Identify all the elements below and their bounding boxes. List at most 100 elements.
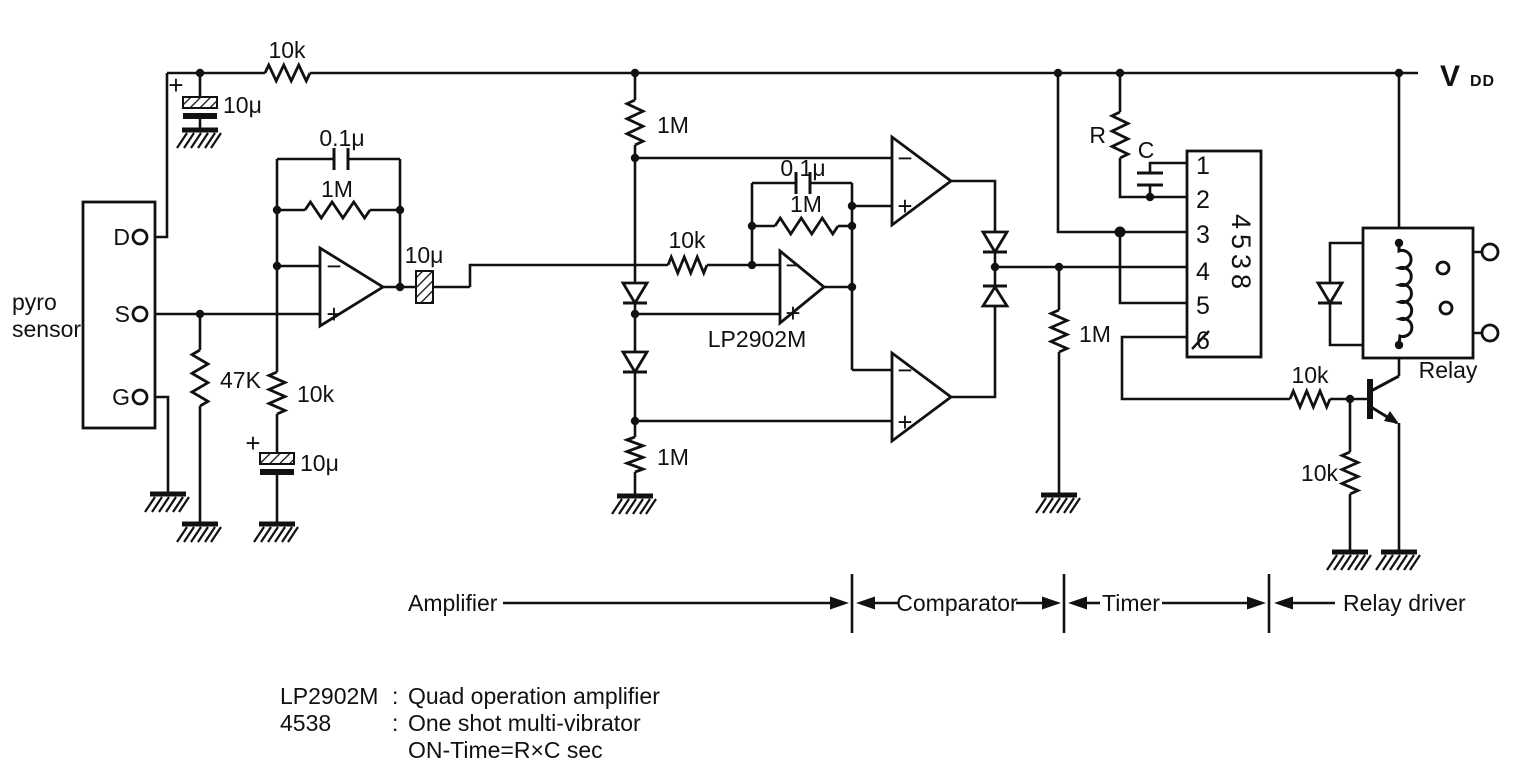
- pin-5-label: 5: [1196, 292, 1210, 320]
- section-comparator-label: Comparator: [896, 590, 1018, 616]
- relay-box: [1361, 226, 1475, 360]
- bias-top-resistor-label: 1M: [657, 112, 689, 138]
- diode-flyback: [1315, 281, 1345, 306]
- pin-2-label: 2: [1196, 186, 1210, 214]
- cap-timer-c: [1137, 171, 1163, 187]
- diode-bias-lower: [620, 350, 650, 375]
- opamp-1: [318, 245, 386, 329]
- bias-bottom-resistor-label: 1M: [657, 444, 689, 470]
- pulldown-resistor-label: 1M: [1079, 321, 1111, 347]
- npn-transistor: [1367, 374, 1400, 425]
- terminal-d-label: D: [113, 224, 130, 250]
- opamp2-minus: −: [785, 250, 800, 280]
- resistor-supply-10k: [263, 61, 312, 85]
- resistor-47k: [189, 348, 211, 408]
- bias-resistor-47k-label: 47K: [220, 367, 262, 393]
- relay-contact-lower: [1438, 300, 1454, 316]
- electrolytic-cap-supply: [182, 96, 218, 119]
- opamp-part-label: LP2902M: [708, 326, 806, 352]
- resistor-bias-bottom-1m: [622, 435, 648, 474]
- legend-row3-desc: ON-Time=R×C sec: [408, 737, 603, 763]
- ground-symbol: [177, 130, 221, 148]
- relay-label: Relay: [1419, 357, 1478, 383]
- relay-coil: [1394, 243, 1414, 346]
- terminal-s-label: S: [115, 301, 130, 327]
- pin-1-label: 1: [1196, 152, 1210, 180]
- opamp1-plus: +: [326, 299, 341, 329]
- resistor-bias-top-1m: [623, 98, 647, 147]
- ground-symbol: [177, 524, 221, 542]
- chip-4538-label: 4538: [1226, 214, 1256, 294]
- opamp1-minus: −: [326, 251, 341, 281]
- relay-contact-upper: [1435, 260, 1451, 276]
- relay-terminal-lower: [1480, 323, 1500, 343]
- cap-feedback2: [794, 172, 812, 194]
- gain-cap-label: 10μ: [300, 450, 339, 476]
- section-axis: Amplifier Comparator Timer Relay driver: [408, 574, 1466, 633]
- input2-resistor-label: 10k: [668, 227, 706, 253]
- comparator-upper: [890, 134, 954, 228]
- pin-3-label: 3: [1196, 221, 1210, 249]
- pin-4-label: 4: [1196, 258, 1210, 286]
- gain-cap-plus: +: [245, 428, 260, 458]
- feedback-cap1-label: 0.1μ: [319, 125, 364, 151]
- base-resistor-label: 10k: [1291, 362, 1329, 388]
- legend: LP2902M : Quad operation amplifier 4538 …: [280, 683, 660, 763]
- terminal-g-label: G: [112, 384, 130, 410]
- diode-or-lower: [980, 284, 1010, 308]
- resistor-base-pulldown-10k: [1338, 450, 1362, 496]
- pin-6-overline: [1191, 330, 1210, 350]
- pin-6-label: 6: [1196, 327, 1210, 355]
- section-amplifier-label: Amplifier: [408, 590, 498, 616]
- resistor-pulldown-1m: [1047, 308, 1071, 354]
- legend-row1-name: LP2902M: [280, 683, 378, 709]
- legend-row2-colon: :: [392, 710, 398, 736]
- chip-4538-box: [1185, 149, 1263, 359]
- pyro-label-line2: sensor: [12, 316, 81, 342]
- ground-symbol: [1036, 495, 1080, 513]
- timer-r-label: R: [1089, 122, 1106, 148]
- electrolytic-cap-coupling: [415, 270, 434, 304]
- terminal-d-circle: [131, 228, 149, 246]
- comparator-upper-plus: +: [897, 191, 912, 221]
- legend-row2-name: 4538: [280, 710, 331, 736]
- supply-cap-plus: +: [168, 70, 183, 100]
- ground-symbol: [1327, 552, 1371, 570]
- feedback-resistor1-label: 1M: [321, 176, 353, 202]
- resistor-gain-10k: [265, 370, 289, 416]
- diode-bias-upper: [620, 281, 650, 306]
- comparator-lower-plus: +: [897, 407, 912, 437]
- resistor-feedback1-1m: [303, 199, 372, 221]
- pyro-label-line1: pyro: [12, 289, 57, 315]
- opamp-2: [778, 248, 827, 326]
- legend-row1-desc: Quad operation amplifier: [408, 683, 660, 709]
- resistor-base-10k: [1288, 387, 1332, 411]
- base-pulldown-resistor-label: 10k: [1301, 460, 1339, 486]
- section-relay-driver-label: Relay driver: [1343, 590, 1466, 616]
- vdd-subscript: DD: [1470, 73, 1495, 90]
- ground-symbol: [1376, 552, 1420, 570]
- relay-terminal-upper: [1480, 242, 1500, 262]
- resistor-timer-r: [1108, 110, 1132, 160]
- timer-c-label: C: [1138, 137, 1155, 163]
- resistor-input2-10k: [666, 253, 709, 277]
- junction-dots: [195, 68, 1404, 426]
- comparator-upper-minus: −: [897, 143, 912, 173]
- electrolytic-cap-gain: [259, 452, 295, 475]
- diode-or-upper: [980, 230, 1010, 255]
- coupling-cap-label: 10μ: [405, 242, 444, 268]
- gain-resistor-label: 10k: [297, 381, 335, 407]
- ground-symbol: [612, 496, 656, 514]
- ground-symbol: [254, 524, 298, 542]
- opamp2-plus: +: [785, 298, 800, 328]
- terminal-g-circle: [131, 388, 149, 406]
- feedback-cap2-label: 0.1μ: [780, 155, 825, 181]
- feedback-resistor2-label: 1M: [790, 191, 822, 217]
- legend-row2-desc: One shot multi-vibrator: [408, 710, 641, 736]
- cap-feedback1: [332, 148, 350, 170]
- comparator-lower: [890, 350, 954, 444]
- vdd-label: V: [1440, 60, 1460, 93]
- terminal-s-circle: [131, 305, 149, 323]
